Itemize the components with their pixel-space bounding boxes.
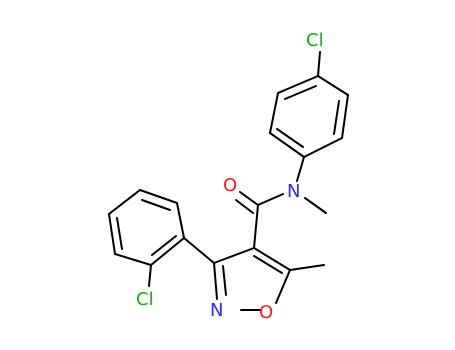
bond [317, 75, 349, 96]
bond [333, 100, 340, 135]
chlorophenyl-ring-left [108, 189, 185, 266]
bond [213, 262, 218, 300]
bond [116, 217, 123, 250]
bond [139, 189, 178, 204]
bond [276, 128, 304, 148]
bond [277, 75, 319, 94]
bond-ring-methyl [289, 264, 325, 271]
bond-c-cl [148, 264, 152, 287]
bond [269, 92, 279, 134]
bond [341, 94, 349, 139]
bond [303, 137, 343, 158]
oxygen-atom-label: O [223, 175, 237, 196]
bond-c4-carbonyl [253, 204, 259, 249]
bond [275, 269, 291, 304]
bond-isoxazole-aryl [183, 237, 215, 264]
nitrogen-atom-label: N [287, 181, 300, 202]
bond-c-o-double [235, 199, 254, 214]
bond-n-methyl [304, 197, 327, 214]
bond [151, 235, 177, 256]
bond-c-cl [317, 51, 321, 77]
bond-c-n-amide [257, 193, 284, 206]
nitrogen-atom-label: N [210, 300, 223, 321]
bond [108, 213, 116, 255]
oxygen-atom-label: O [259, 302, 273, 323]
bond [114, 253, 152, 266]
bond [222, 265, 227, 296]
bond-n-aryl [296, 156, 305, 182]
bond [253, 255, 283, 274]
chlorophenyl-ring-top [269, 75, 349, 158]
isoxazole-ring [213, 247, 291, 311]
bond [108, 189, 141, 215]
bond [213, 247, 255, 264]
bond [253, 247, 291, 271]
chlorine-atom-label: Cl [306, 30, 324, 51]
bond-c-o-double [239, 191, 259, 206]
bond [284, 85, 317, 100]
bond [176, 202, 185, 239]
bond [150, 237, 185, 266]
bond [269, 132, 305, 158]
bond [141, 199, 171, 211]
chlorine-atom-label: Cl [136, 289, 154, 310]
